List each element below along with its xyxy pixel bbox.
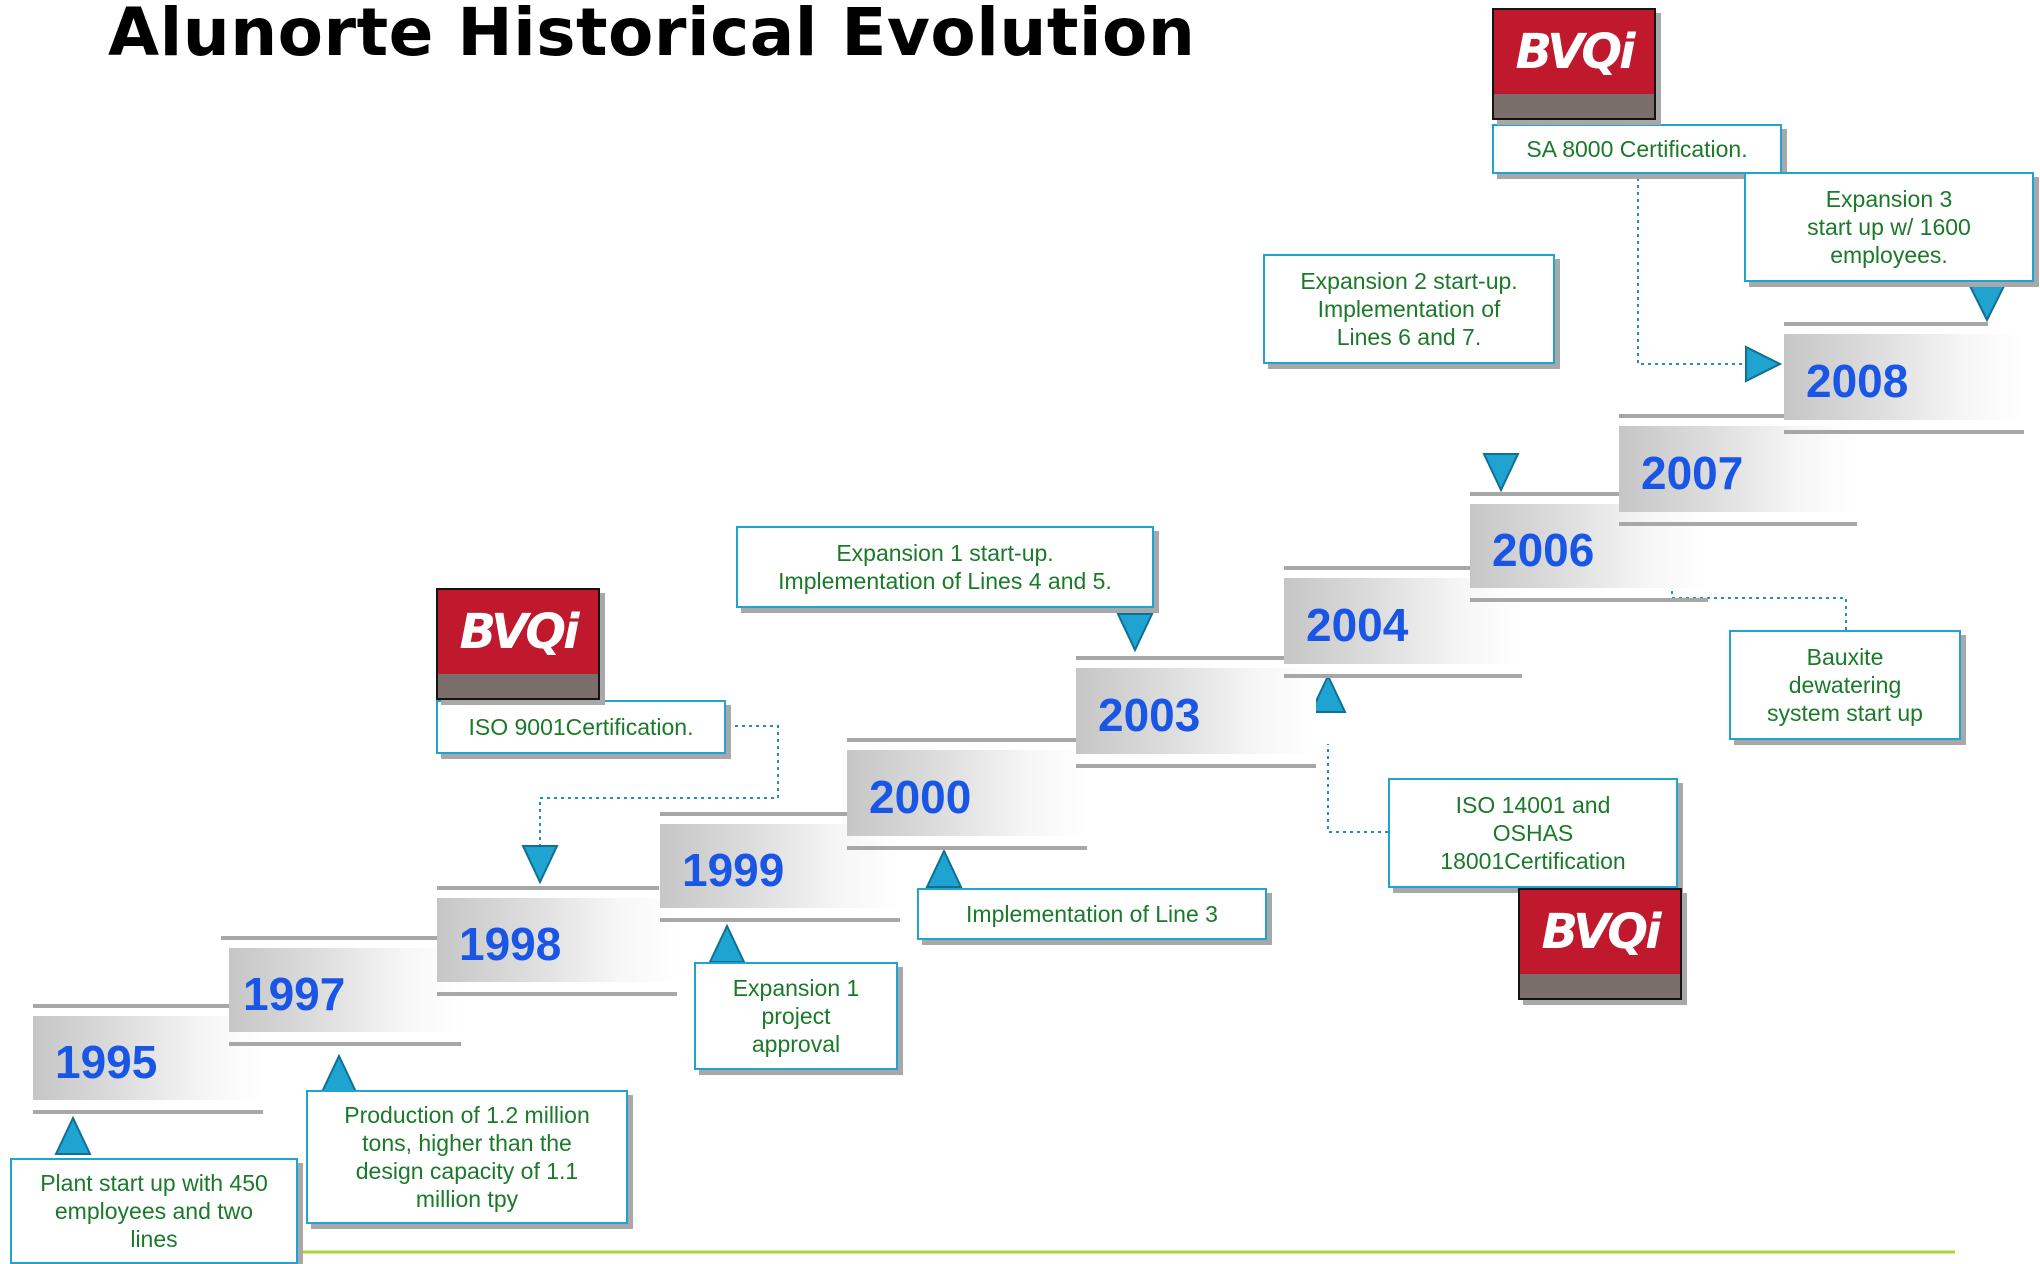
note-iso14001-oshas: ISO 14001 and OSHAS 18001Certification — [1388, 778, 1678, 888]
arrow-down-1998 — [521, 845, 559, 885]
year-step-2004: 2004 — [1284, 566, 1522, 678]
sa8000-connector — [1637, 178, 1746, 365]
year-step-2007: 2007 — [1619, 414, 1859, 526]
bvqi-logo-2008: BVQi — [1492, 8, 1656, 120]
year-label-2004: 2004 — [1306, 599, 1409, 652]
note-bauxite-dewatering: Bauxite dewatering system start up — [1729, 630, 1961, 740]
iso14001-connector — [1327, 744, 1388, 833]
arrow-down-2006 — [1482, 453, 1520, 493]
note-expansion1-startup: Expansion 1 start-up. Implementation of … — [736, 526, 1154, 608]
year-label-1995: 1995 — [55, 1036, 158, 1089]
year-label-1998: 1998 — [459, 918, 562, 971]
year-label-2006: 2006 — [1492, 524, 1595, 577]
year-label-1997: 1997 — [243, 968, 346, 1021]
arrow-up-2000 — [925, 848, 963, 888]
arrow-down-expansion3 — [1968, 285, 2006, 323]
year-label-2008: 2008 — [1806, 355, 1909, 408]
bvqi-logo-1998: BVQi — [436, 588, 600, 700]
year-step-1999: 1999 — [660, 812, 900, 922]
year-label-2007: 2007 — [1641, 447, 1744, 500]
arrow-up-1999 — [708, 923, 746, 963]
arrow-up-2004 — [1309, 673, 1347, 713]
note-iso9001-certification: ISO 9001Certification. — [436, 700, 726, 754]
arrow-up-1997 — [320, 1053, 358, 1093]
page-title: Alunorte Historical Evolution — [108, 0, 1196, 71]
year-label-1999: 1999 — [682, 844, 785, 897]
note-1997-production: Production of 1.2 million tons, higher t… — [306, 1090, 628, 1224]
note-line3-implementation: Implementation of Line 3 — [917, 888, 1267, 940]
year-step-2003: 2003 — [1076, 656, 1316, 768]
year-step-1995: 1995 — [33, 1004, 263, 1114]
year-label-2003: 2003 — [1098, 689, 1201, 742]
year-step-1998: 1998 — [437, 886, 677, 996]
arrow-down-2003 — [1116, 613, 1154, 653]
arrow-right-2008 — [1745, 345, 1783, 383]
year-label-2000: 2000 — [869, 771, 972, 824]
note-expansion2-startup: Expansion 2 start-up. Implementation of … — [1263, 254, 1555, 364]
bauxite-connector — [1671, 564, 1847, 630]
year-step-2008: 2008 — [1784, 322, 2024, 434]
bvqi-logo-2004: BVQi — [1518, 888, 1682, 1000]
year-step-1997: 1997 — [221, 936, 461, 1046]
arrow-up-1995 — [54, 1115, 92, 1155]
year-step-2000: 2000 — [847, 738, 1087, 850]
note-sa8000-certification: SA 8000 Certification. — [1492, 124, 1782, 174]
note-expansion3-startup: Expansion 3 start up w/ 1600 employees. — [1744, 172, 2034, 282]
iso9001-connector — [539, 725, 779, 846]
note-1995-plant-startup: Plant start up with 450 employees and tw… — [10, 1158, 298, 1264]
note-expansion1-approval: Expansion 1 project approval — [694, 962, 898, 1070]
year-step-2006: 2006 — [1470, 492, 1708, 602]
